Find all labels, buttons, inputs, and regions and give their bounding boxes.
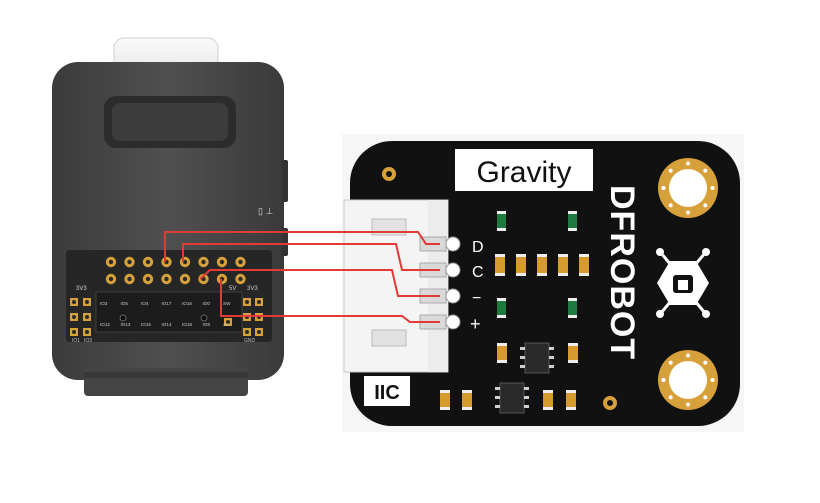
io-label: 3V — [223, 322, 230, 327]
header-label-3v3-right: 3V3 — [247, 286, 258, 292]
capacitor — [462, 390, 472, 410]
wire-d — [164, 231, 440, 262]
via — [703, 395, 708, 400]
io-label: IO15 — [141, 322, 151, 327]
header-label-5v: 5V — [229, 286, 236, 292]
wire-c — [182, 243, 440, 271]
pin-label-vcc: + — [470, 314, 481, 334]
via — [686, 210, 690, 215]
led — [497, 211, 506, 231]
mounting-hole-vias — [661, 161, 715, 407]
capacitor — [568, 343, 578, 363]
io-label: IO12 — [100, 322, 110, 327]
gravity-label: Gravity — [476, 156, 571, 189]
io-label: IO17 — [162, 301, 172, 306]
ic-chip-lower — [499, 382, 525, 414]
pin-label-c: C — [472, 264, 484, 281]
controller-module: ▯ ⊥ 3V3 5V 3V3 IO2 IO5 IO4 IO17 IO16 IO0 SW IO… — [52, 37, 288, 396]
wire-vcc — [220, 279, 440, 323]
via — [703, 360, 708, 365]
resistor — [516, 254, 526, 276]
via — [686, 402, 690, 407]
io-label: IO0 — [203, 301, 211, 306]
corner-label-gnd: GND — [244, 338, 256, 344]
wires — [164, 231, 440, 323]
via — [703, 203, 708, 208]
side-button — [282, 228, 288, 256]
pin-label-d: D — [472, 239, 484, 256]
resistor — [495, 254, 505, 276]
sensor-board: Gravity DFROBOT IIC — [342, 134, 744, 432]
wire-gnd — [199, 269, 440, 297]
capacitor — [497, 343, 507, 363]
io-labels-top: IO2 IO5 IO4 IO17 IO16 IO0 SW — [100, 301, 231, 306]
io-label: IO2 — [100, 301, 108, 306]
iic-label: IIC — [374, 382, 400, 404]
via — [661, 378, 666, 382]
led — [497, 298, 506, 318]
dfrobot-logo — [656, 248, 710, 318]
pin-label-gnd: − — [472, 290, 481, 307]
via — [686, 353, 690, 358]
corner-label-io1: IO1 — [72, 338, 80, 344]
ic-pins — [495, 347, 554, 408]
header-pins-left — [70, 298, 91, 336]
via — [710, 186, 715, 190]
iic-label-box — [364, 376, 410, 406]
smd-components — [440, 211, 589, 410]
header-pin-row-top — [105, 256, 246, 268]
capacitor — [440, 390, 450, 410]
header-pin-row-middle — [105, 273, 246, 285]
resistor — [537, 254, 547, 276]
io-label: IO4 — [141, 301, 149, 306]
io-label: IO18 — [182, 322, 192, 327]
dfrobot-label: DFROBOT — [603, 185, 641, 360]
via — [661, 186, 666, 190]
io-label: IO16 — [182, 301, 192, 306]
led — [568, 211, 577, 231]
io-label: IO8 — [203, 322, 211, 327]
via — [668, 360, 673, 365]
side-symbols: ▯ ⊥ — [258, 206, 273, 216]
resistor — [558, 254, 568, 276]
via — [668, 168, 673, 173]
capacitor — [543, 390, 553, 410]
via — [668, 395, 673, 400]
via — [710, 378, 715, 382]
resistor — [579, 254, 589, 276]
io-label: IO13 — [121, 322, 131, 327]
io-label: SW — [223, 301, 231, 306]
gravity-connector — [343, 199, 461, 373]
led — [568, 298, 577, 318]
io-label: IO14 — [162, 322, 172, 327]
io-labels-bottom: IO12 IO13 IO15 IO14 IO18 IO8 3V — [100, 322, 230, 327]
mount-hole — [200, 314, 208, 322]
corner-label-io3: IO3 — [84, 338, 92, 344]
capacitor — [566, 390, 576, 410]
via — [686, 161, 690, 166]
io-label: IO5 — [121, 301, 129, 306]
ic-chip-upper — [524, 342, 550, 374]
via — [703, 168, 708, 173]
mount-hole — [119, 314, 127, 322]
via — [668, 203, 673, 208]
header-label-3v3-left: 3V3 — [76, 286, 87, 292]
gravity-label-box — [455, 149, 593, 191]
side-button — [282, 160, 288, 202]
